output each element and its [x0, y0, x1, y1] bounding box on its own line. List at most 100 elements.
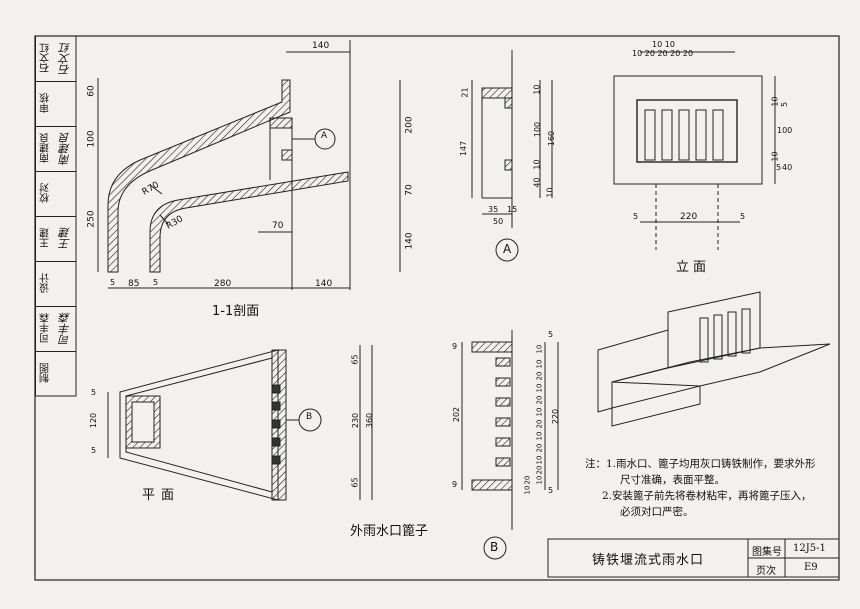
note-line: 注：1.雨水口、篦子均用灰口铸铁制作，要求外形 — [585, 458, 816, 470]
dim-text: 10 — [535, 359, 544, 369]
detail-b-bars — [495, 357, 511, 467]
tb-label: 王建 — [35, 216, 56, 261]
dim-text: 9 — [452, 342, 458, 351]
dim-text: 40 — [532, 177, 542, 188]
tb-row-5: 设计 — [35, 261, 76, 307]
dim-text: 360 — [365, 412, 375, 429]
tb-signature: 石文红 — [58, 42, 72, 75]
dim-text: 20 — [535, 371, 544, 381]
dim-text: 100 — [533, 121, 543, 138]
page-label: 页次 — [756, 566, 776, 577]
dim-text: 5 — [110, 278, 116, 287]
grate-title: 外雨水口篦子 — [350, 524, 429, 539]
dim-text: 160 — [547, 130, 557, 147]
dim-text: 100 — [777, 126, 793, 135]
dim-text: 10 — [532, 159, 542, 170]
callout-b-plan: B — [306, 412, 313, 422]
dim-text: 20 — [535, 465, 544, 475]
dim-text: 10 — [770, 96, 780, 107]
elevation-title: 立面 — [676, 260, 711, 275]
dim-text: 35 — [488, 205, 499, 214]
dim-text: 10 — [545, 187, 555, 198]
tb-row-6: 司丰森 司丰森 — [35, 306, 76, 352]
drawing-title: 铸铁堰流式雨水口 — [591, 552, 704, 568]
isometric-grate-bars — [699, 308, 751, 363]
detail-b-label: B — [490, 540, 499, 554]
dim-text: 10 — [535, 475, 544, 485]
tb-label: 石文红 — [35, 36, 56, 81]
dim-text: 60 — [86, 85, 97, 97]
tb-row-3: 校对 — [35, 171, 76, 217]
dim-text: 230 — [351, 412, 361, 429]
dim-text: 5 — [91, 446, 97, 455]
grate-slots — [644, 109, 724, 161]
tb-label: 校对 — [35, 171, 56, 216]
tb-label: 制图 — [35, 351, 56, 396]
note-line: 2.安装篦子前先将卷材粘牢，再将篦子压入， — [602, 490, 812, 502]
tb-label: 设计 — [35, 261, 56, 306]
dim-text: 10 — [532, 84, 542, 95]
tb-signature: 南建良 — [58, 132, 72, 165]
dim-text: 5 — [633, 212, 639, 221]
detail-a-drawing — [471, 50, 553, 262]
dim-text: 140 — [404, 232, 415, 250]
dim-text: 5 — [776, 163, 782, 172]
dim-text: 50 — [493, 217, 504, 226]
isometric-drawing — [597, 291, 831, 427]
dim-text: 10 — [535, 344, 544, 354]
dim-text: 85 — [128, 279, 140, 289]
dim-text: 220 — [680, 212, 698, 222]
dim-text: 70 — [404, 184, 415, 196]
tb-signature — [55, 351, 76, 396]
detail-b-drawing — [461, 330, 559, 560]
dim-text: 65 — [350, 477, 360, 488]
tb-label: 司丰森 — [35, 306, 56, 351]
tb-row-2: 南建良 南建良 — [35, 126, 76, 172]
dim-text: 21 — [460, 87, 470, 98]
dim-text: 40 — [782, 163, 793, 172]
dim-text: 20 — [535, 443, 544, 453]
dim-text: 10 — [535, 431, 544, 441]
atlas-value: 12J5-1 — [793, 543, 826, 554]
tb-row-4: 王建 王建 — [35, 216, 76, 262]
dim-text: 10 — [523, 485, 532, 495]
dim-text: 5 — [740, 212, 746, 221]
section-title: 1-1剖面 — [212, 304, 260, 319]
callout-a-section: A — [321, 131, 328, 141]
dim-text: 220 — [551, 408, 561, 425]
dim-text: 140 — [312, 41, 330, 51]
tb-row-1: 审核 — [35, 81, 76, 127]
dim-text: 100 — [86, 130, 97, 148]
notes-block: 注：1.雨水口、篦子均用灰口铸铁制作，要求外形 尺寸准确，表面平整。 2.安装篦… — [585, 456, 816, 520]
dim-text: 10 — [535, 455, 544, 465]
dim-text: 202 — [452, 406, 462, 423]
plan-drawing — [107, 345, 373, 501]
page-value: E9 — [804, 562, 818, 573]
note-line: 尺寸准确，表面平整。 — [620, 474, 725, 486]
dim-text: 70 — [272, 221, 284, 231]
dim-text: 10 — [535, 383, 544, 393]
dim-text: 5 — [91, 388, 97, 397]
plan-grate-bars — [271, 384, 281, 465]
note-line: 必须对口严密。 — [620, 506, 694, 518]
tb-signature: 王建 — [58, 227, 72, 250]
tb-label: 南建良 — [35, 126, 56, 171]
dim-text: 250 — [86, 210, 97, 228]
plan-title: 平面 — [142, 488, 181, 503]
dim-text: 20 — [523, 475, 532, 485]
dim-text: 20 — [535, 395, 544, 405]
dim-text: 9 — [452, 480, 458, 489]
dim-text: 147 — [459, 140, 469, 157]
tb-signature — [55, 81, 76, 126]
elevation-drawing — [613, 51, 776, 250]
tb-row-0: 石文红 石文红 — [35, 36, 76, 82]
dim-text: 65 — [350, 354, 360, 365]
dim-text: 5 — [153, 278, 159, 287]
dim-text: 120 — [89, 412, 99, 429]
dim-text: 15 — [507, 205, 518, 214]
dim-text: 140 — [315, 279, 333, 289]
atlas-label: 图集号 — [752, 547, 782, 558]
tb-label: 审核 — [35, 81, 56, 126]
detail-a-label: A — [503, 242, 512, 256]
